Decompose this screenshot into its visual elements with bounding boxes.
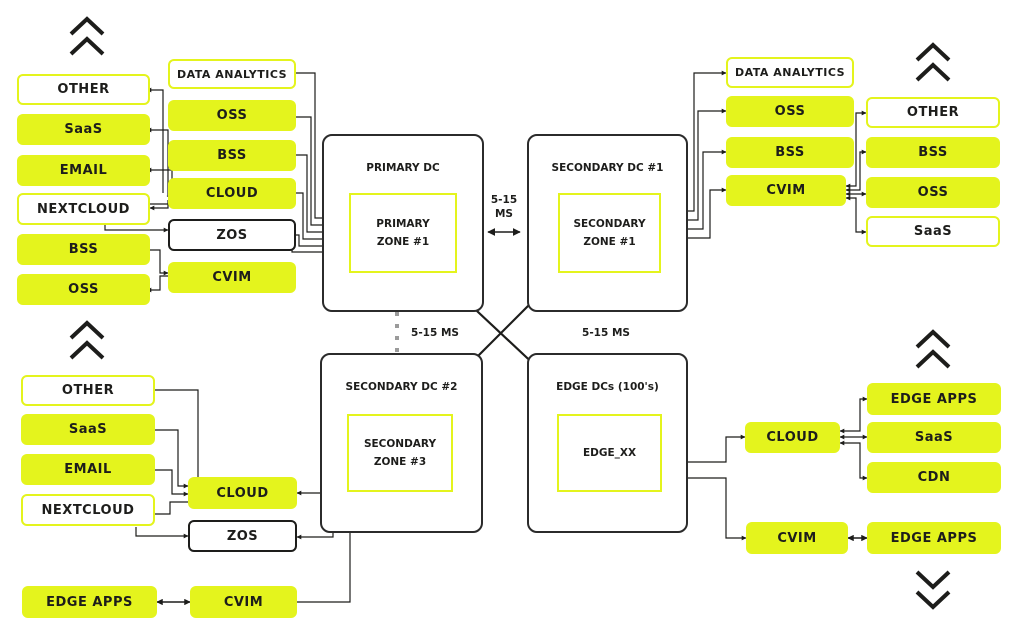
latency-label: 5-15 MS [490,194,518,220]
zone-label-line2: ZONE #1 [376,236,430,248]
zone-label-line2: ZONE #1 [583,236,636,248]
nextcloud-box: NEXTCLOUD [17,193,150,225]
zone-label-line1: PRIMARY [376,218,430,230]
saas-box: SaaS [866,216,1000,247]
other-box: OTHER [21,375,155,406]
data-analytics-box: DATA ANALYTICS [168,59,296,89]
edge-apps-box: EDGE APPS [867,522,1001,554]
saas-box: SaaS [21,414,155,445]
latency-label: 5-15 MS [411,327,459,339]
secondary-dc-1-title: SECONDARY DC #1 [551,162,664,174]
cvim-box: CVIM [746,522,848,554]
double-chevron-up-icon [69,16,105,56]
edge-zone: EDGE_XX [557,414,662,492]
cvim-box: CVIM [190,586,297,618]
double-chevron-up-icon [915,329,951,369]
secondary-zone-1: SECONDARY ZONE #1 [558,193,661,273]
secondary-dc-1: SECONDARY DC #1 SECONDARY ZONE #1 [527,134,688,312]
zone-label-line1: SECONDARY [573,218,646,230]
double-chevron-up-icon [915,42,951,82]
oss-box: OSS [726,96,854,127]
primary-dc: PRIMARY DC PRIMARY ZONE #1 [322,134,484,312]
other-box: OTHER [866,97,1000,128]
secondary-dc-2-title: SECONDARY DC #2 [345,381,458,393]
cloud-box: CLOUD [188,477,297,509]
cdn-box: CDN [867,462,1001,493]
double-chevron-down-icon [915,570,951,610]
oss-box: OSS [168,100,296,131]
latency-label: 5-15 MS [582,327,630,339]
oss-box: OSS [866,177,1000,208]
double-chevron-up-icon [69,320,105,360]
bss-box: BSS [168,140,296,171]
edge-dc: EDGE DCs (100's) EDGE_XX [527,353,688,533]
other-box: OTHER [17,74,150,105]
data-analytics-box: DATA ANALYTICS [726,57,854,88]
zos-box: ZOS [188,520,297,552]
zone-label: EDGE_XX [582,447,637,459]
saas-box: SaaS [867,422,1001,453]
email-box: EMAIL [17,155,150,186]
edge-dc-title: EDGE DCs (100's) [556,381,659,393]
zone-label-line1: SECONDARY [363,438,437,450]
bss-box: BSS [726,137,854,168]
cvim-box: CVIM [726,175,846,206]
bss-box: BSS [866,137,1000,168]
cloud-box: CLOUD [168,178,296,209]
edge-apps-box: EDGE APPS [867,383,1001,415]
email-box: EMAIL [21,454,155,485]
cloud-box: CLOUD [745,422,840,453]
cvim-box: CVIM [168,262,296,293]
primary-zone: PRIMARY ZONE #1 [349,193,457,273]
secondary-dc-2: SECONDARY DC #2 SECONDARY ZONE #3 [320,353,483,533]
edge-apps-box: EDGE APPS [22,586,157,618]
secondary-zone-3: SECONDARY ZONE #3 [347,414,453,492]
nextcloud-box: NEXTCLOUD [21,494,155,526]
primary-dc-title: PRIMARY DC [366,162,440,174]
oss-box: OSS [17,274,150,305]
saas-box: SaaS [17,114,150,145]
bss-box: BSS [17,234,150,265]
zone-label-line2: ZONE #3 [373,456,427,468]
zos-box: ZOS [168,219,296,251]
